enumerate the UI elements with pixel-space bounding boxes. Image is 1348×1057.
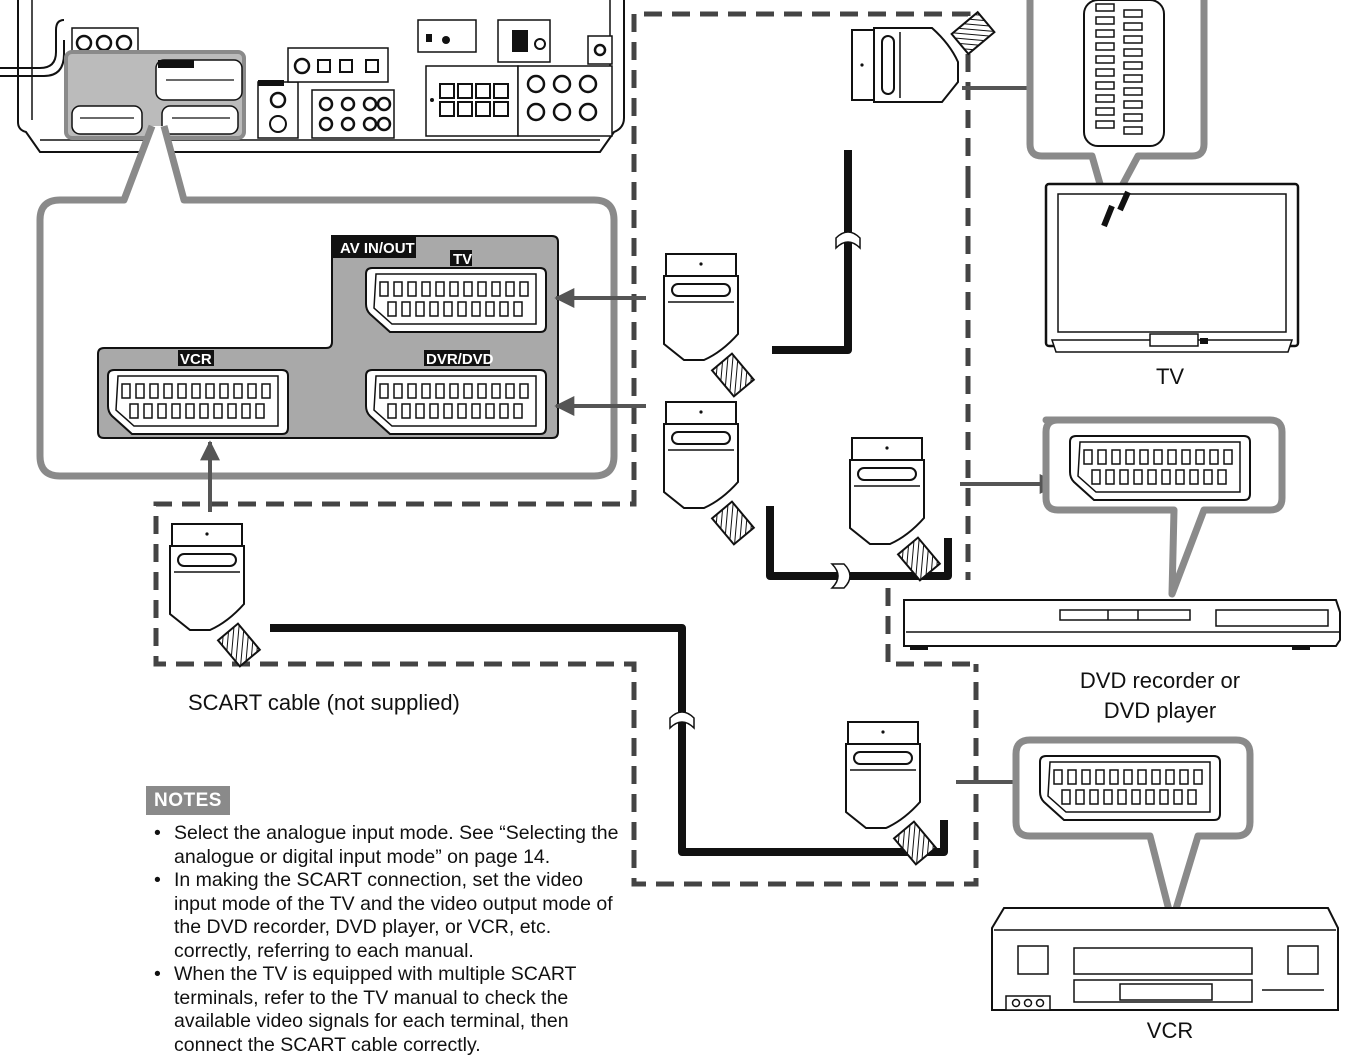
scart-cable-caption: SCART cable (not supplied) bbox=[188, 690, 460, 715]
scart-plug-panel-tv bbox=[663, 253, 755, 398]
vcr-caption: VCR bbox=[1146, 1018, 1194, 1043]
vcr-jack-label: VCR bbox=[180, 351, 212, 368]
av-in-out-label: AV IN/OUT bbox=[340, 240, 415, 257]
notes-heading: NOTES bbox=[146, 786, 230, 815]
scart-cables bbox=[270, 150, 952, 856]
scart-plug-dvd-end bbox=[849, 437, 941, 582]
tv-caption: TV bbox=[1155, 364, 1185, 389]
dashed-grouping-lines bbox=[153, 11, 979, 887]
dvr-dvd-scart-socket bbox=[365, 369, 547, 435]
note-item: In making the SCART connection, set the … bbox=[150, 869, 630, 963]
scart-plug-panel-vcr bbox=[169, 523, 261, 668]
tv-scart-socket bbox=[365, 267, 547, 333]
dvd-recorder-device bbox=[903, 416, 1341, 650]
dvr-dvd-jack-label: DVR/DVD bbox=[426, 351, 494, 368]
notes-list: Select the analogue input mode. See “Sel… bbox=[150, 822, 630, 1057]
tv-jack-label: TV bbox=[453, 251, 472, 268]
scart-plug-panel-dvr bbox=[663, 401, 755, 546]
dvd-caption-line2: DVD player bbox=[1103, 698, 1217, 723]
tv-device bbox=[1026, 0, 1300, 353]
vcr-device bbox=[991, 736, 1339, 1011]
dvd-caption-line1: DVD recorder or bbox=[1079, 668, 1241, 693]
vcr-scart-socket bbox=[107, 369, 289, 435]
note-item: Select the analogue input mode. See “Sel… bbox=[150, 822, 630, 869]
cable-break-marks bbox=[669, 231, 861, 730]
note-item: When the TV is equipped with multiple SC… bbox=[150, 963, 630, 1057]
unit-rear-panel bbox=[0, 0, 625, 153]
scart-plug-vcr-end bbox=[845, 721, 937, 866]
